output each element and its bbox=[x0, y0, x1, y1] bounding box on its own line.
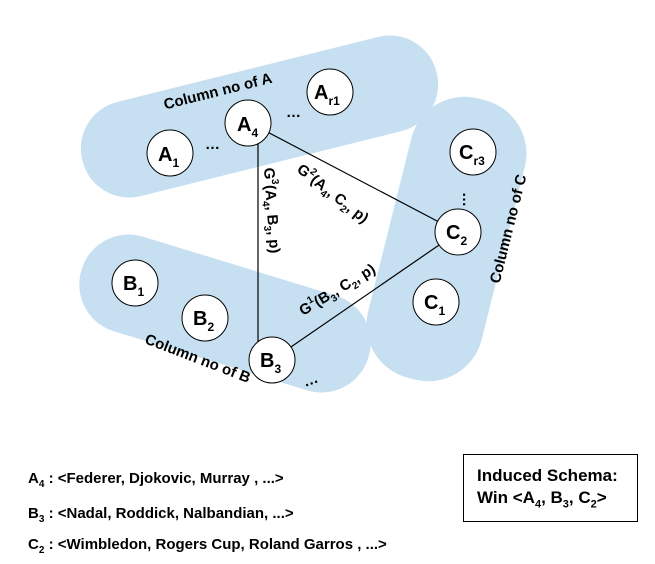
edge-label-g3: G3(A4, B3, p) bbox=[257, 167, 285, 254]
svg-text:B3: B3 bbox=[260, 350, 281, 376]
node-b1: B1 bbox=[111, 259, 159, 307]
node-b2: B2 bbox=[181, 294, 229, 342]
schema-title: Induced Schema: bbox=[477, 466, 618, 485]
node-cr3: Cr3 bbox=[449, 128, 497, 176]
svg-text:B1: B1 bbox=[123, 273, 144, 299]
svg-text:B2: B2 bbox=[193, 308, 214, 334]
ellipsis-b: … bbox=[301, 370, 321, 391]
svg-text:C2: C2 bbox=[446, 222, 467, 248]
node-a1: A1 bbox=[146, 129, 194, 177]
edge-b3-c2 bbox=[271, 231, 459, 361]
ellipsis-a-left: … bbox=[205, 136, 220, 153]
legend-a4: A4 : <Federer, Djokovic, Murray , ...> bbox=[28, 470, 284, 490]
legend-b3: B3 : <Nadal, Roddick, Nalbandian, ...> bbox=[28, 505, 294, 525]
svg-text:Ar1: Ar1 bbox=[314, 82, 340, 108]
svg-text:A1: A1 bbox=[158, 144, 179, 170]
legend-c2: C2 : <Wimbledon, Rogers Cup, Roland Garr… bbox=[28, 536, 387, 556]
edge-label-g2: G2(A4, C2, p) bbox=[292, 159, 373, 229]
svg-text:Cr3: Cr3 bbox=[459, 142, 485, 168]
node-b3: B3 bbox=[248, 336, 296, 384]
edge-a4-c2 bbox=[255, 125, 459, 233]
ellipsis-c: … bbox=[459, 192, 476, 207]
ellipsis-a-right: … bbox=[286, 104, 301, 121]
induced-schema-box: Induced Schema: Win <A4, B3, C2> bbox=[463, 454, 638, 522]
node-a4: A4 bbox=[224, 99, 272, 147]
svg-text:C1: C1 bbox=[424, 292, 445, 318]
node-c1: C1 bbox=[412, 278, 460, 326]
node-ar1: Ar1 bbox=[306, 68, 354, 116]
svg-text:A4: A4 bbox=[237, 114, 258, 140]
node-c2: C2 bbox=[434, 208, 482, 256]
schema-formula: Win <A4, B3, C2> bbox=[477, 488, 607, 511]
